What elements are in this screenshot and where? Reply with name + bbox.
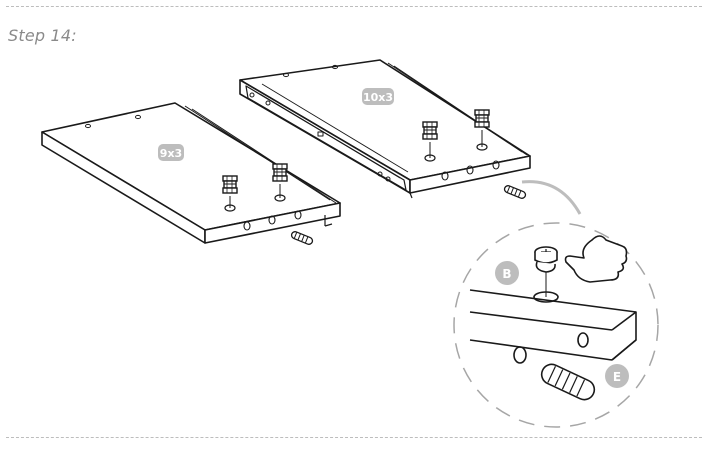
- left-panel-label: 9x3: [160, 147, 182, 160]
- right-dowel: [502, 183, 528, 201]
- left-cam-lock-2: [272, 163, 288, 182]
- right-cam-lock-1: [422, 121, 438, 140]
- dowel-callout-label: E: [613, 370, 621, 384]
- right-cam-lock-2: [474, 109, 490, 128]
- left-panel: [41, 102, 341, 244]
- dowel-callout-badge: E: [605, 364, 629, 388]
- cam-callout-label: B: [502, 267, 511, 281]
- right-panel: [239, 59, 531, 199]
- detail-cam-lock: [534, 246, 558, 273]
- detail-circle: [453, 222, 659, 428]
- detail-panel-corner: [469, 272, 637, 364]
- right-panel-badge: 10x3: [362, 88, 394, 105]
- cam-callout-badge: B: [495, 261, 519, 285]
- left-dowel: [289, 229, 315, 247]
- left-panel-badge: 9x3: [158, 144, 184, 161]
- right-panel-label: 10x3: [363, 91, 393, 104]
- hand-icon: [564, 235, 628, 283]
- callout-connector: [521, 180, 582, 215]
- detail-dowel: [540, 363, 596, 401]
- top-divider: [6, 6, 702, 7]
- step-title: Step 14:: [8, 26, 77, 45]
- left-cam-lock-1: [222, 175, 238, 194]
- bottom-divider: [6, 437, 702, 438]
